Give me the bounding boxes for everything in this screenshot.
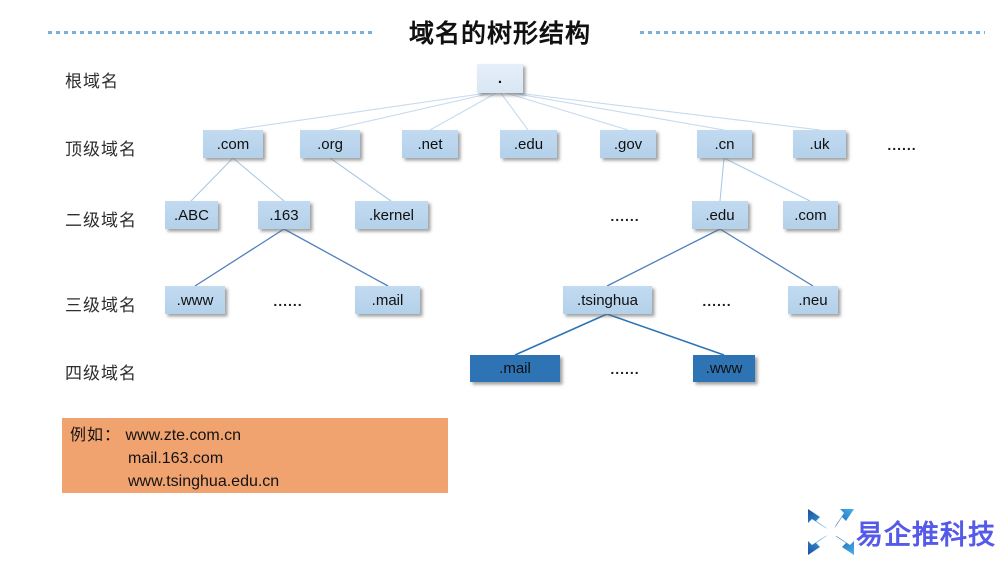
node-l4-mail: .mail bbox=[470, 355, 560, 382]
node-l3-www: .www bbox=[165, 286, 225, 314]
ellipsis-tld: ...... bbox=[887, 137, 917, 153]
node-tld-com: .com bbox=[203, 130, 263, 158]
node-l2-abc: .ABC bbox=[165, 201, 218, 229]
ellipsis-level3-right: ...... bbox=[702, 293, 732, 309]
node-l2-com: .com bbox=[783, 201, 838, 229]
brand-logo: 易企推科技 bbox=[806, 506, 996, 558]
node-tld-net: .net bbox=[402, 130, 458, 158]
node-l3-neu: .neu bbox=[788, 286, 838, 314]
title-dotted-line-right bbox=[640, 31, 985, 34]
node-l2-edu: .edu bbox=[692, 201, 748, 229]
node-tld-org: .org bbox=[300, 130, 360, 158]
page-title: 域名的树形结构 bbox=[408, 20, 591, 48]
row-label-level3: 三级域名 bbox=[65, 296, 137, 315]
row-label-level2: 二级域名 bbox=[65, 211, 137, 230]
row-label-tld: 顶级域名 bbox=[65, 140, 137, 159]
title-dotted-line-left bbox=[48, 31, 373, 34]
node-l3-mail: .mail bbox=[355, 286, 420, 314]
node-l4-www: .www bbox=[693, 355, 755, 382]
ellipsis-level2: ...... bbox=[610, 208, 640, 224]
tree-edges bbox=[190, 91, 821, 356]
example-line-3: www.tsinghua.edu.cn bbox=[128, 473, 280, 490]
node-root-dot: . bbox=[477, 64, 523, 93]
node-tld-cn: .cn bbox=[697, 130, 752, 158]
row-label-level4: 四级域名 bbox=[65, 364, 137, 383]
node-tld-edu: .edu bbox=[500, 130, 557, 158]
example-box: 例如： www.zte.com.cn mail.163.com www.tsin… bbox=[62, 418, 448, 493]
example-prefix: 例如： bbox=[70, 427, 122, 444]
node-tld-uk: .uk bbox=[793, 130, 846, 158]
ellipsis-level3-left: ...... bbox=[273, 293, 303, 309]
pinwheel-arrows-icon bbox=[808, 509, 854, 555]
ellipsis-level4: ...... bbox=[610, 361, 640, 377]
example-line-2: mail.163.com bbox=[128, 450, 224, 467]
node-l3-tsinghua: .tsinghua bbox=[563, 286, 652, 314]
brand-name: 易企推科技 bbox=[856, 519, 996, 550]
example-line-1: www.zte.com.cn bbox=[125, 427, 242, 444]
row-label-root: 根域名 bbox=[65, 72, 119, 91]
node-l2-kernel: .kernel bbox=[355, 201, 428, 229]
node-tld-gov: .gov bbox=[600, 130, 656, 158]
node-l2-163: .163 bbox=[258, 201, 310, 229]
